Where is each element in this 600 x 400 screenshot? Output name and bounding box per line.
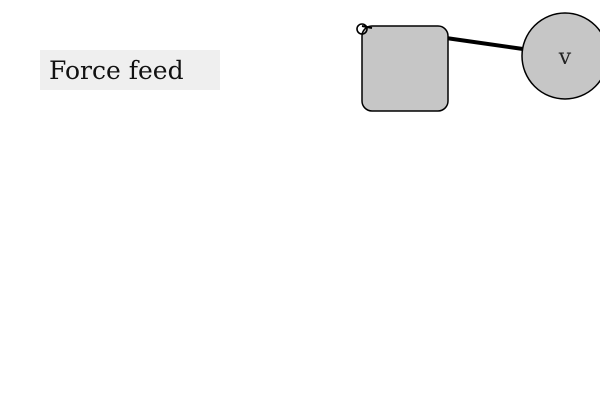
circle-node[interactable] <box>521 12 600 100</box>
title-label: Force feed <box>49 55 184 85</box>
square-node[interactable] <box>361 25 449 112</box>
circle-node-label: v <box>558 45 572 70</box>
title-box: Force feed <box>40 50 220 90</box>
resize-handle-icon[interactable] <box>356 23 373 35</box>
connector-edge[interactable] <box>445 36 524 51</box>
